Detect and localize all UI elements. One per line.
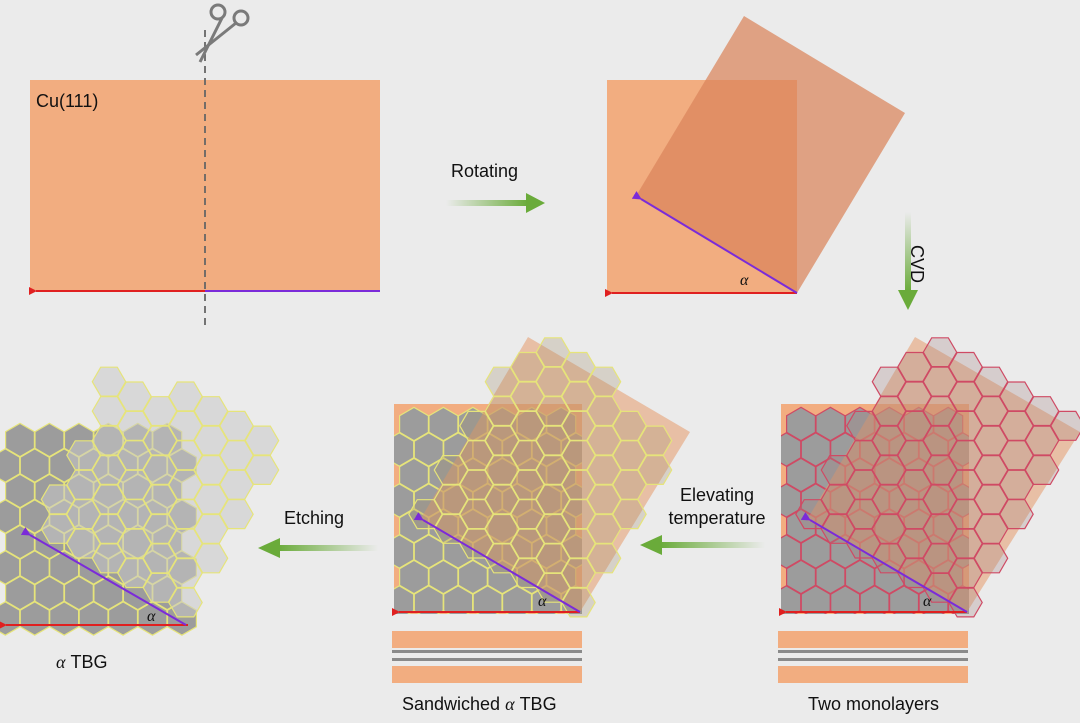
cu-foil-rotated [636,16,905,293]
hexagon-cell [168,587,203,618]
graphene-layer-top [795,337,1080,618]
angle-alpha-label: α [147,608,156,625]
sandwiched-text: Sandwiched [402,694,501,714]
panel-alpha-tbg [0,366,280,636]
panel-sandwiched-tbg [392,337,690,683]
purple-edge-arrow [800,512,968,613]
purple-edge-arrow [20,527,187,626]
scissors-icon [195,3,250,63]
alpha-symbol: α [505,694,515,714]
hexagon-cell [948,587,983,618]
angle-alpha-label: α [538,593,547,610]
tbg-text: TBG [70,652,108,672]
elevating-label: Elevating temperature [662,484,772,530]
angle-alpha-label: α [923,593,932,610]
panel-cu-foil [29,3,380,325]
cu111-label: Cu(111) [36,91,99,111]
layer-stack-icon [392,631,582,683]
elevating-line-1: Elevating [679,485,755,505]
layer-stack-icon [778,631,968,683]
arrow-etching [258,538,378,558]
caption-two-monolayers: Two monolayers [808,694,940,714]
alpha-symbol: α [56,652,66,672]
graphene-layer-top [40,366,280,618]
hexagon-cell [561,587,596,618]
purple-edge-arrow [631,191,798,294]
panel-two-monolayers [778,337,1080,683]
caption-sandwiched-tbg: Sandwiched α TBG [402,694,557,715]
arrow-cvd [898,212,918,310]
tbg-text: TBG [519,694,557,714]
graphene-layer-top [408,337,673,618]
arrow-rotating [446,193,545,213]
arrow-elevating [640,535,765,555]
hexagon-cell [830,585,861,614]
angle-alpha-label: α [740,272,749,289]
caption-alpha-tbg: α TBG [56,652,107,673]
cvd-label: CVD [907,245,927,284]
rotating-label: Rotating [451,161,519,181]
elevating-line-2: temperature [668,508,766,528]
purple-edge-arrow [413,512,581,613]
panel-rotated [605,16,905,297]
cu-foil-rotated [420,337,690,612]
etching-label: Etching [284,508,345,528]
